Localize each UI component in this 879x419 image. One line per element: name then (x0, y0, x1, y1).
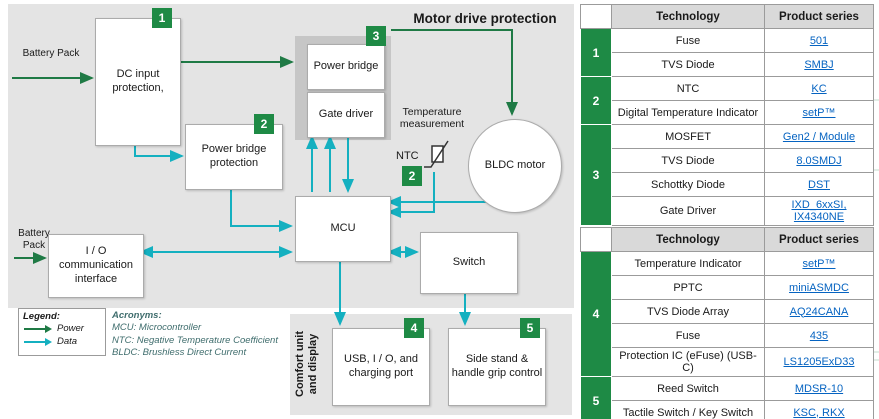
product-link[interactable]: MDSR-10 (794, 382, 844, 395)
legend-data-label: Data (57, 336, 78, 347)
tech-cell: Protection IC (eFuse) (USB-C) (611, 347, 765, 377)
table-row: 4 Temperature Indicator setP™ (580, 251, 874, 377)
acronym-mcu: MCU: Microcontroller (112, 322, 202, 334)
tech-cell: TVS Diode Array (611, 299, 765, 324)
ntc-thermistor-icon (424, 140, 449, 168)
badge-2-ntc: 2 (402, 166, 422, 186)
badge-4: 4 (404, 318, 424, 338)
table1-corner-cell (580, 4, 612, 29)
badge-3: 3 (366, 26, 386, 46)
data-arrow-icon (24, 337, 52, 346)
badge-5: 5 (520, 318, 540, 338)
side-stand-handle-grip-block: Side stand & handle grip control (448, 328, 546, 406)
acronym-bldc: BLDC: Brushless Direct Current (112, 347, 247, 359)
table-comfort-unit: Technology Product series 4 Temperature … (580, 227, 874, 419)
legend-data-row: Data (23, 335, 101, 348)
legend-power-row: Power (23, 322, 101, 335)
product-link[interactable]: 501 (809, 34, 829, 47)
badge-2: 2 (254, 114, 274, 134)
table1-header-product-series: Product series (764, 4, 874, 29)
tech-cell: NTC (611, 76, 765, 101)
dc-input-protection-block: DC input protection, (95, 18, 181, 146)
group-badge-2: 2 (580, 76, 612, 125)
legend-title: Legend: (23, 311, 60, 322)
badge-1: 1 (152, 8, 172, 28)
table-row: Protection IC (eFuse) (USB-C) LS1205ExD3… (581, 347, 874, 377)
table-row: 1 Fuse 501 (580, 28, 874, 77)
tech-cell: Schottky Diode (611, 172, 765, 197)
table-row: TVS Diode 8.0SMDJ (581, 148, 874, 173)
group-badge-4: 4 (580, 251, 612, 377)
power-bridge-block: Power bridge (307, 44, 385, 90)
tech-cell: Digital Temperature Indicator (611, 100, 765, 125)
group-badge-3: 3 (580, 124, 612, 226)
table-row: TVS Diode SMBJ (581, 52, 874, 77)
product-link[interactable]: 435 (809, 329, 829, 342)
table1-header-technology: Technology (611, 4, 765, 29)
table2-header-product-series: Product series (764, 227, 874, 252)
power-bridge-protection-block: Power bridge protection (185, 124, 283, 190)
acronyms: Acronyms: MCU: Microcontroller NTC: Nega… (112, 310, 332, 359)
table-row: Fuse 435 (581, 323, 874, 348)
group-badge-5: 5 (580, 376, 612, 419)
acronyms-title: Acronyms: (112, 310, 162, 321)
tech-cell: Temperature Indicator (611, 251, 765, 276)
battery-pack-bottom-label: Battery Pack (18, 228, 50, 251)
io-communication-interface-block: I / O communication interface (48, 234, 144, 298)
table2-header-technology: Technology (611, 227, 765, 252)
diagram-title: Motor drive protection (413, 11, 557, 26)
usb-io-charging-block: USB, I / O, and charging port (332, 328, 430, 406)
product-link[interactable]: DST (808, 178, 830, 191)
tech-cell: TVS Diode (611, 52, 765, 77)
gate-driver-block: Gate driver (307, 92, 385, 138)
product-link[interactable]: LS1205ExD33 (783, 356, 855, 368)
table1-header-row: Technology Product series (580, 4, 874, 29)
switch-block: Switch (420, 232, 518, 294)
ntc-label: NTC (396, 150, 419, 162)
acronym-ntc: NTC: Negative Temperature Coefficient (112, 334, 278, 346)
tech-cell: TVS Diode (611, 148, 765, 173)
table-row: Digital Temperature Indicator setP™ (581, 100, 874, 125)
table2-corner-cell (580, 227, 612, 252)
table-motor-drive: Technology Product series 1 Fuse 501 TVS… (580, 4, 874, 226)
power-arrow-icon (24, 324, 52, 333)
mcu-block: MCU (295, 196, 391, 262)
table2-header-row: Technology Product series (580, 227, 874, 252)
table-row: Schottky Diode DST (581, 172, 874, 197)
product-link[interactable]: KSC, RKX (793, 406, 845, 419)
table-row: TVS Diode Array AQ24CANA (581, 299, 874, 324)
product-link[interactable]: setP™ (802, 257, 836, 270)
tech-cell: PPTC (611, 275, 765, 300)
tech-cell: Reed Switch (611, 376, 765, 401)
table-row: 2 NTC KC (580, 76, 874, 125)
temperature-measurement-label: Temperature measurement (399, 106, 465, 131)
bldc-motor-block: BLDC motor (468, 119, 562, 213)
table-row: PPTC miniASMDC (581, 275, 874, 300)
product-link[interactable]: Gen2 / Module (782, 130, 856, 143)
product-link[interactable]: miniASMDC (789, 281, 849, 294)
tech-cell: Fuse (611, 323, 765, 348)
tech-cell: Gate Driver (611, 196, 765, 226)
table-row: 5 Reed Switch MDSR-10 (580, 376, 874, 419)
table-row: Gate Driver IXD_6xxSI, IX4340NE (581, 196, 874, 226)
tech-cell: Tactile Switch / Key Switch (611, 400, 765, 419)
legend-power-label: Power (57, 323, 84, 334)
table-row: 3 MOSFET Gen2 / Module (580, 124, 874, 226)
table-row: Tactile Switch / Key Switch KSC, RKX (581, 400, 874, 419)
product-link[interactable]: setP™ (802, 106, 836, 119)
product-link[interactable]: 8.0SMDJ (796, 154, 842, 167)
tech-cell: MOSFET (611, 124, 765, 149)
product-link[interactable]: SMBJ (804, 58, 834, 71)
legend: Legend: Power Data (18, 308, 106, 356)
group-badge-1: 1 (580, 28, 612, 77)
product-link[interactable]: IXD_6xxSI, IX4340NE (791, 199, 847, 223)
product-link[interactable]: KC (811, 82, 827, 95)
tech-cell: Fuse (611, 28, 765, 53)
product-link[interactable]: AQ24CANA (789, 305, 849, 318)
battery-pack-top-label: Battery Pack (22, 48, 80, 59)
